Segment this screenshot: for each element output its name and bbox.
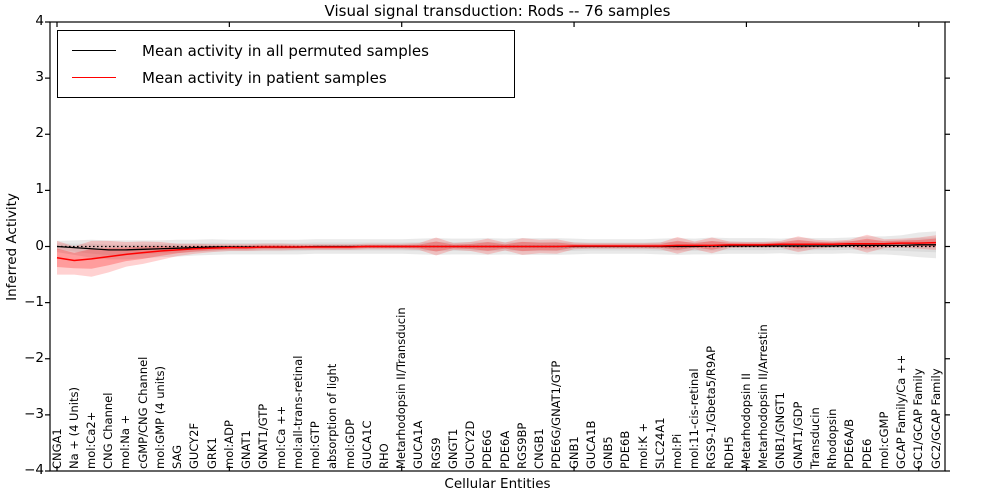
y-tick-label: 0 — [35, 237, 44, 254]
x-tick-label: CNG Channel — [101, 392, 116, 469]
x-tick-label: RDH5 — [721, 436, 736, 469]
x-tick-label: Metarhodopsin II — [738, 373, 753, 469]
legend-label: Mean activity in all permuted samples — [142, 41, 429, 60]
y-tick-label: −3 — [24, 405, 44, 422]
y-tick-label: 1 — [35, 181, 44, 198]
x-tick-label: Transducin — [807, 407, 822, 469]
x-tick-label: PDE6G/GNAT1/GTP — [549, 360, 564, 469]
x-tick-label: Metarhodopsin II/Transducin — [394, 307, 409, 469]
x-tick-label: CNGB1 — [532, 428, 547, 469]
legend-line-sample — [72, 50, 116, 51]
x-tick-label: GCAP Family/Ca ++ — [894, 354, 909, 469]
x-tick-label: PDE6A — [497, 430, 512, 469]
x-tick-label: cGMP/CNG Channel — [135, 356, 150, 469]
x-tick-label: GNAT1/GDP — [790, 401, 805, 469]
x-tick-label: PDE6 — [859, 438, 874, 469]
permuted-std-band — [57, 231, 936, 260]
x-tick-label: GC2/GCAP Family — [928, 368, 943, 469]
x-tick-label: Na + (4 Units) — [66, 387, 81, 469]
y-tick-label: −4 — [24, 462, 44, 478]
x-tick-label: GUCY2F — [187, 422, 202, 469]
x-tick-label: GNB5 — [601, 436, 616, 469]
x-tick-label: GUCA1C — [359, 420, 374, 469]
y-tick-label: 2 — [35, 125, 44, 142]
x-tick-label: GC1/GCAP Family — [911, 368, 926, 469]
x-tick-label: GNB1 — [566, 436, 581, 469]
x-tick-label: RGS9-1/Gbeta5/R9AP — [704, 345, 719, 469]
x-tick-label: mol:Ca ++ — [273, 405, 288, 469]
x-tick-label: Metarhodopsin II/Arrestin — [756, 324, 771, 469]
legend-label: Mean activity in patient samples — [142, 68, 387, 87]
y-tick-label: −2 — [24, 349, 44, 366]
x-tick-label: mol:cGMP — [876, 411, 891, 469]
x-tick-label: mol:Ca2+ — [83, 411, 98, 469]
x-tick-label: mol:Pi — [669, 433, 684, 469]
x-tick-label: mol:GTP — [308, 421, 323, 469]
x-tick-label: GNAT1 — [239, 430, 254, 469]
x-tick-label: mol:all-trans-retinal — [290, 355, 305, 469]
y-tick-label: 3 — [35, 69, 44, 86]
x-tick-label: mol:GMP (4 units) — [152, 366, 167, 469]
x-tick-label: SLC24A1 — [652, 417, 667, 469]
x-tick-label: mol:GDP — [342, 418, 357, 469]
x-tick-label: mol:ADP — [221, 420, 236, 469]
patient-mean-line — [56, 241, 937, 262]
x-tick-label: GNGT1 — [445, 428, 460, 469]
x-tick-label: Rhodopsin — [825, 408, 840, 469]
x-tick-label: mol:K + — [635, 422, 650, 469]
x-tick-label: SAG — [170, 444, 185, 469]
y-tick-label: −1 — [24, 293, 44, 310]
legend-entry: Mean activity in patient samples — [72, 64, 500, 91]
x-tick-label: RGS9 — [428, 437, 443, 469]
x-tick-label: PDE6A/B — [842, 418, 857, 469]
x-axis-label: Cellular Entities — [444, 476, 551, 492]
legend-line-sample — [72, 77, 116, 78]
x-tick-label: PDE6G — [480, 429, 495, 469]
x-tick-label: GNAT1/GTP — [256, 403, 271, 469]
x-tick-label: absorption of light — [325, 363, 340, 469]
x-tick-label: CNGA1 — [49, 428, 64, 469]
x-tick-label: GUCA1B — [583, 420, 598, 469]
chart-title: Visual signal transduction: Rods -- 76 s… — [324, 2, 671, 20]
x-tick-label: GNB1/GNGT1 — [773, 392, 788, 469]
x-tick-label: mol:11-cis-retinal — [687, 368, 702, 469]
y-tick-label: 4 — [35, 13, 44, 29]
x-tick-label: mol:Na + — [118, 414, 133, 469]
x-tick-label: GUCY2D — [463, 420, 478, 469]
x-tick-label: PDE6B — [618, 430, 633, 469]
x-tick-label: GUCA1A — [411, 420, 426, 469]
x-tick-label: RGS9BP — [514, 422, 529, 469]
legend-entry: Mean activity in all permuted samples — [72, 37, 500, 64]
x-tick-label: GRK1 — [204, 437, 219, 469]
x-tick-label: RHO — [376, 443, 391, 469]
